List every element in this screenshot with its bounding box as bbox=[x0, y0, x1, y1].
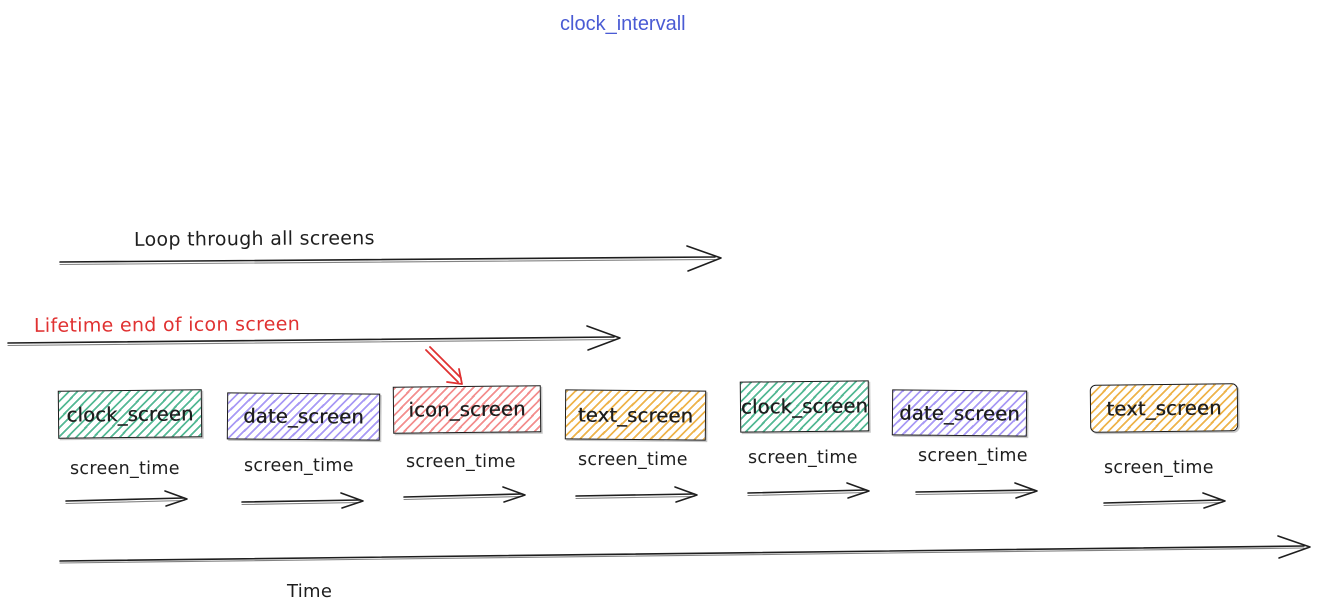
screen-box-text-2: text_screen bbox=[1089, 383, 1239, 433]
screen-box-icon: icon_screen bbox=[392, 385, 542, 434]
loop-arrow bbox=[59, 245, 722, 272]
screen-box-date-1: date_screen bbox=[226, 392, 381, 441]
screen-box-label: text_screen bbox=[1106, 395, 1222, 421]
screen-box-label: clock_screen bbox=[740, 394, 869, 419]
screen-time-arrow bbox=[65, 490, 188, 507]
screen-box-date-2: date_screen bbox=[891, 389, 1028, 437]
screen-box-label: date_screen bbox=[899, 400, 1020, 426]
screen-box-label: text_screen bbox=[577, 402, 694, 428]
red-annotation-arrow bbox=[425, 346, 463, 385]
screen-time-label: screen_time bbox=[918, 446, 1028, 466]
screen-time-label: screen_time bbox=[70, 459, 180, 479]
screen-time-label: screen_time bbox=[1104, 458, 1214, 478]
screen-time-arrow bbox=[915, 482, 1038, 499]
screen-time-label: screen_time bbox=[406, 452, 516, 472]
screen-box-label: icon_screen bbox=[408, 397, 526, 422]
screen-box-clock-2: clock_screen bbox=[739, 380, 870, 433]
screen-time-arrow bbox=[1103, 492, 1226, 509]
screen-box-text-1: text_screen bbox=[564, 389, 707, 441]
time-axis-label: Time bbox=[287, 581, 333, 602]
screen-time-arrow bbox=[575, 486, 698, 503]
screen-time-arrow bbox=[403, 486, 526, 503]
screen-time-label: screen_time bbox=[244, 456, 354, 476]
screen-time-label: screen_time bbox=[578, 450, 688, 470]
screen-box-clock-1: clock_screen bbox=[57, 389, 203, 439]
time-axis-arrow bbox=[59, 535, 1311, 564]
screen-box-label: date_screen bbox=[243, 404, 364, 429]
screen-time-arrow bbox=[747, 482, 870, 499]
screen-time-label: screen_time bbox=[748, 448, 858, 468]
lifetime-arrow bbox=[7, 325, 621, 351]
screen-box-label: clock_screen bbox=[66, 401, 194, 427]
screen-time-arrow bbox=[241, 492, 364, 509]
diagram-title: clock_intervall bbox=[560, 13, 686, 35]
